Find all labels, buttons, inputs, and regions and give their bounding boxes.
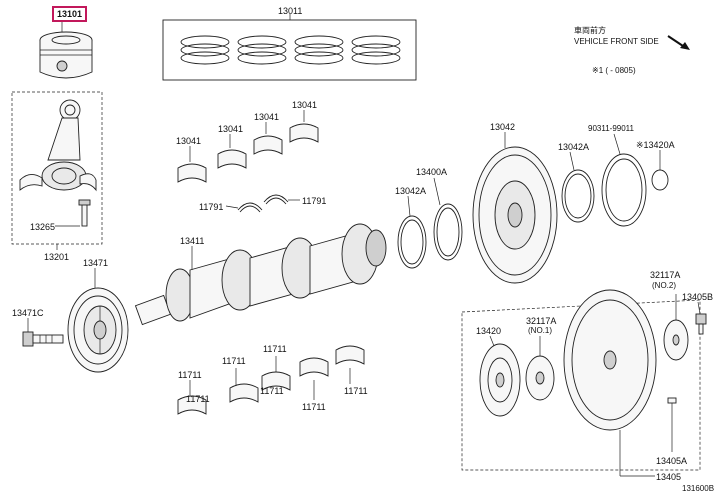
spacer-32117a-no1[interactable]: [525, 336, 555, 401]
label-32117a-no1-sub: (NO.1): [528, 326, 552, 335]
piston-ring-set-13011[interactable]: [162, 14, 417, 81]
label-11711-d[interactable]: 11711: [186, 394, 210, 404]
label-13101[interactable]: 13101: [52, 6, 88, 22]
ring-13042a-rear[interactable]: [561, 151, 595, 223]
label-13042a-b[interactable]: 13042A: [558, 142, 590, 152]
pin-13405a[interactable]: [667, 397, 677, 452]
label-13041-b[interactable]: 13041: [218, 124, 244, 134]
connecting-rod-13201[interactable]: [11, 91, 103, 250]
thrust-washer-11791[interactable]: [225, 194, 300, 213]
label-32117a-no2[interactable]: 32117A: [650, 270, 681, 280]
piston-13101[interactable]: [39, 18, 93, 79]
label-13400a[interactable]: 13400A: [416, 167, 448, 177]
label-11711-g[interactable]: 11711: [344, 386, 368, 396]
label-13471c[interactable]: 13471C: [12, 308, 44, 318]
label-32117a-no1[interactable]: 32117A: [526, 316, 557, 326]
label-13042[interactable]: 13042: [490, 122, 516, 132]
label-32117a-no2-sub: (NO.2): [652, 281, 676, 290]
label-11711-f[interactable]: 11711: [302, 402, 326, 412]
crankshaft-13411[interactable]: [134, 223, 387, 326]
label-11711-e[interactable]: 11711: [260, 386, 284, 396]
label-13265[interactable]: 13265: [30, 222, 56, 232]
drive-plate-13042[interactable]: [472, 132, 558, 284]
label-13405a[interactable]: 13405A: [656, 456, 688, 466]
bolt-ring-90311[interactable]: [601, 133, 647, 227]
label-13011[interactable]: 13011: [278, 6, 303, 16]
label-13411[interactable]: 13411: [180, 236, 205, 246]
figure-code: 131600B: [682, 484, 715, 493]
label-11791-a[interactable]: 11791: [199, 202, 224, 212]
label-13420a[interactable]: ※13420A: [636, 140, 675, 150]
label-11711-c[interactable]: 11711: [263, 344, 287, 354]
seal-ring-13042a[interactable]: [397, 195, 427, 269]
crankshaft-pulley-13471[interactable]: [67, 268, 129, 373]
crankshaft-seal-13400a[interactable]: [433, 177, 463, 261]
orientation-en: VEHICLE FRONT SIDE: [574, 37, 659, 46]
pulley-bolt-13471c[interactable]: [22, 318, 64, 347]
label-11791-b[interactable]: 11791: [302, 196, 327, 206]
orientation-note: ※1 ( - 0805): [592, 66, 636, 75]
bolt-13405b[interactable]: [695, 301, 707, 335]
label-90311[interactable]: 90311-99011: [588, 124, 634, 133]
spacer-32117a-no2[interactable]: [663, 294, 689, 361]
label-13041-d[interactable]: 13041: [292, 100, 318, 110]
flywheel-hub-13420[interactable]: [479, 335, 521, 417]
crankshaft-bearing-upper-13041[interactable]: [177, 110, 319, 183]
flywheel-13405[interactable]: [563, 289, 657, 477]
label-13041-c[interactable]: 13041: [254, 112, 280, 122]
label-13201[interactable]: 13201: [44, 252, 70, 262]
label-11711-b[interactable]: 11711: [222, 356, 246, 366]
crankshaft-bearing-lower-11711[interactable]: [177, 345, 365, 415]
label-13405[interactable]: 13405: [656, 472, 682, 482]
vehicle-front-arrow-icon: [667, 35, 690, 50]
label-13042a-a[interactable]: 13042A: [395, 186, 427, 196]
label-13420[interactable]: 13420: [476, 326, 502, 336]
orientation-jp: 車両前方: [574, 26, 606, 35]
label-13471[interactable]: 13471: [83, 258, 109, 268]
label-11711-a[interactable]: 11711: [178, 370, 202, 380]
label-13041-a[interactable]: 13041: [176, 136, 202, 146]
ring-13420a[interactable]: [651, 150, 669, 191]
label-13405b[interactable]: 13405B: [682, 292, 714, 302]
